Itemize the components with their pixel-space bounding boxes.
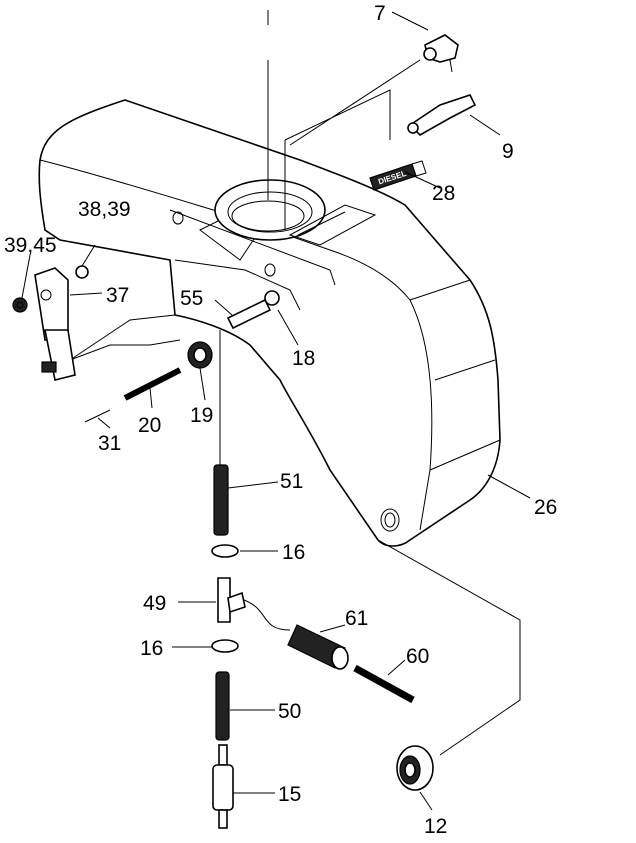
label-55: 55 — [180, 287, 203, 310]
label-37: 37 — [106, 284, 129, 307]
part-7-elbow-fitting — [423, 34, 459, 73]
fuel-tank-26 — [38, 99, 501, 547]
label-16-lower: 16 — [140, 637, 163, 660]
label-39-45: 39,45 — [4, 234, 57, 257]
label-31: 31 — [98, 432, 121, 455]
part-39-washer — [12, 297, 28, 313]
part-38-washer — [75, 265, 89, 279]
diesel-badge-28: DIESEL — [369, 160, 427, 191]
part-55-fitting — [226, 290, 280, 330]
part-16-clamp-upper — [211, 544, 239, 558]
label-51: 51 — [280, 470, 303, 493]
part-15-fuel-fitting — [212, 744, 234, 829]
part-50-hose — [215, 671, 230, 741]
label-19: 19 — [190, 404, 213, 427]
label-26: 26 — [534, 496, 557, 519]
label-9: 9 — [502, 140, 514, 163]
label-50: 50 — [278, 700, 301, 723]
part-12-grommet — [396, 745, 434, 791]
part-49-tee-fitting — [217, 577, 291, 631]
label-16-upper: 16 — [282, 541, 305, 564]
part-9-connector — [407, 94, 477, 136]
label-38-39: 38,39 — [78, 198, 131, 221]
part-19-grommet — [187, 341, 213, 369]
label-60: 60 — [406, 645, 429, 668]
part-20-rod — [123, 367, 182, 401]
label-12: 12 — [424, 815, 447, 838]
label-28: 28 — [432, 182, 455, 205]
label-7: 7 — [374, 2, 386, 25]
label-20: 20 — [138, 414, 161, 437]
part-16-clamp-lower — [211, 639, 239, 653]
part-31-pin — [84, 409, 111, 423]
leader-lines — [21, 11, 531, 811]
label-18: 18 — [292, 347, 315, 370]
part-37-bracket — [34, 267, 76, 381]
part-61-filter — [287, 624, 349, 670]
part-60-rod — [353, 664, 415, 704]
label-15: 15 — [278, 783, 301, 806]
part-51-hose — [213, 464, 229, 536]
label-49: 49 — [143, 592, 166, 615]
label-61: 61 — [345, 607, 368, 630]
